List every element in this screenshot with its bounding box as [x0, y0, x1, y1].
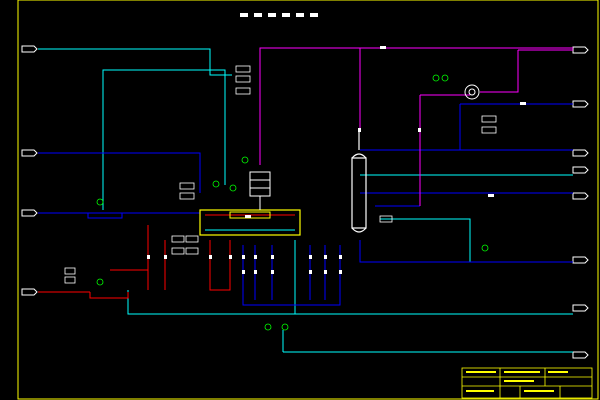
pump-symbol [464, 84, 480, 100]
horizontal-reactor [199, 209, 301, 236]
product-lines [38, 225, 231, 299]
valve-symbols [147, 46, 526, 274]
title-block-marks [466, 371, 568, 392]
process-lines [38, 103, 573, 306]
water-lines [38, 48, 573, 353]
header-symbols [240, 13, 318, 17]
instrument-panels [64, 65, 497, 284]
drawing-frame [17, 0, 599, 400]
agitator-motor [249, 171, 271, 210]
distillation-column [351, 130, 367, 233]
instrument-bubbles [96, 74, 489, 331]
title-block [461, 367, 593, 399]
steam-lines [259, 47, 573, 206]
left-connectors [21, 45, 38, 296]
right-connectors [572, 46, 589, 359]
